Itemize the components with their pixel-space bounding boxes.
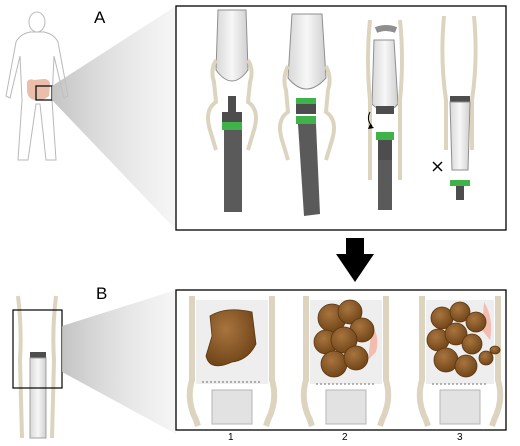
step-number-1: 1	[228, 432, 234, 443]
step-number-3: 3	[457, 432, 463, 443]
stage-a4	[440, 15, 478, 200]
bowel-schematic-b	[16, 295, 58, 439]
step-b3-scene	[416, 296, 504, 427]
stage-a2	[278, 13, 336, 216]
step-b1-scene	[186, 296, 278, 427]
stage-a3	[366, 19, 404, 210]
panel-b-label: B	[96, 284, 108, 303]
scissors-icon	[432, 161, 443, 172]
panel-a-label: A	[94, 8, 106, 27]
zoom-fan-b	[62, 290, 176, 434]
zoom-fan-a	[52, 6, 176, 230]
step-number-2: 2	[342, 432, 348, 443]
step-b2-scene	[300, 296, 392, 427]
down-arrow-icon	[336, 238, 374, 282]
stage-a1	[206, 9, 258, 212]
